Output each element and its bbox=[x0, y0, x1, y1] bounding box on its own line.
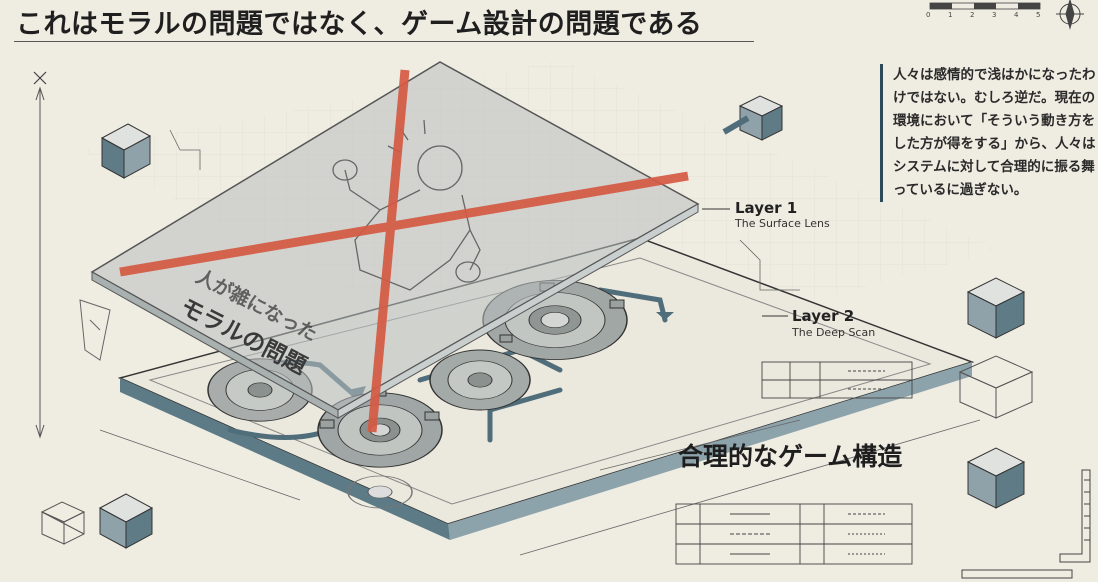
dimension-lines bbox=[99, 129, 981, 556]
layer1-name: Layer 1 bbox=[735, 199, 798, 217]
layer1-subtitle: The Surface Lens bbox=[735, 217, 830, 230]
wireframe-cube-icon bbox=[958, 355, 1034, 419]
page-title: これはモラルの問題ではなく、ゲーム設計の問題である bbox=[16, 9, 703, 40]
dial-icon bbox=[347, 475, 413, 509]
scale-tick-5: 5 bbox=[1036, 11, 1041, 19]
leader-lines bbox=[702, 208, 788, 317]
sketch-shape bbox=[79, 299, 111, 361]
legend-table-large bbox=[675, 503, 913, 565]
cube-icon bbox=[100, 123, 152, 179]
scale-bar-icon bbox=[929, 2, 1041, 10]
scale-tick-3: 3 bbox=[992, 11, 997, 19]
red-cross-mark bbox=[119, 69, 689, 433]
explanation-text: 人々は感情的で浅はかになったわけではない。むしろ逆だ。現在の環境において「そうい… bbox=[880, 64, 1098, 202]
scale-tick-1: 1 bbox=[948, 11, 953, 19]
arrow-head bbox=[656, 312, 674, 320]
close-icon bbox=[33, 71, 47, 85]
cube-icon bbox=[966, 447, 1026, 509]
cube-icon bbox=[98, 493, 154, 549]
wireframe-cube-icon bbox=[40, 501, 86, 545]
scale-tick-4: 4 bbox=[1014, 11, 1019, 19]
cube-icon bbox=[738, 95, 784, 141]
ruler-icon bbox=[961, 469, 1091, 579]
cube-icon bbox=[966, 277, 1026, 339]
game-structure-label: 合理的なゲーム構造 bbox=[678, 442, 903, 471]
scale-tick-0: 0 bbox=[926, 11, 931, 19]
title-underline bbox=[14, 41, 754, 42]
layer2-name: Layer 2 bbox=[792, 307, 855, 325]
arrow-icon bbox=[722, 115, 750, 135]
legend-table-small bbox=[761, 361, 913, 399]
layer1-glass-pane bbox=[90, 61, 700, 419]
vertical-dimension-line bbox=[35, 86, 45, 439]
gear-middle bbox=[429, 349, 531, 411]
scale-tick-2: 2 bbox=[970, 11, 975, 19]
compass-icon bbox=[1056, 0, 1084, 30]
layer2-subtitle: The Deep Scan bbox=[792, 326, 876, 339]
